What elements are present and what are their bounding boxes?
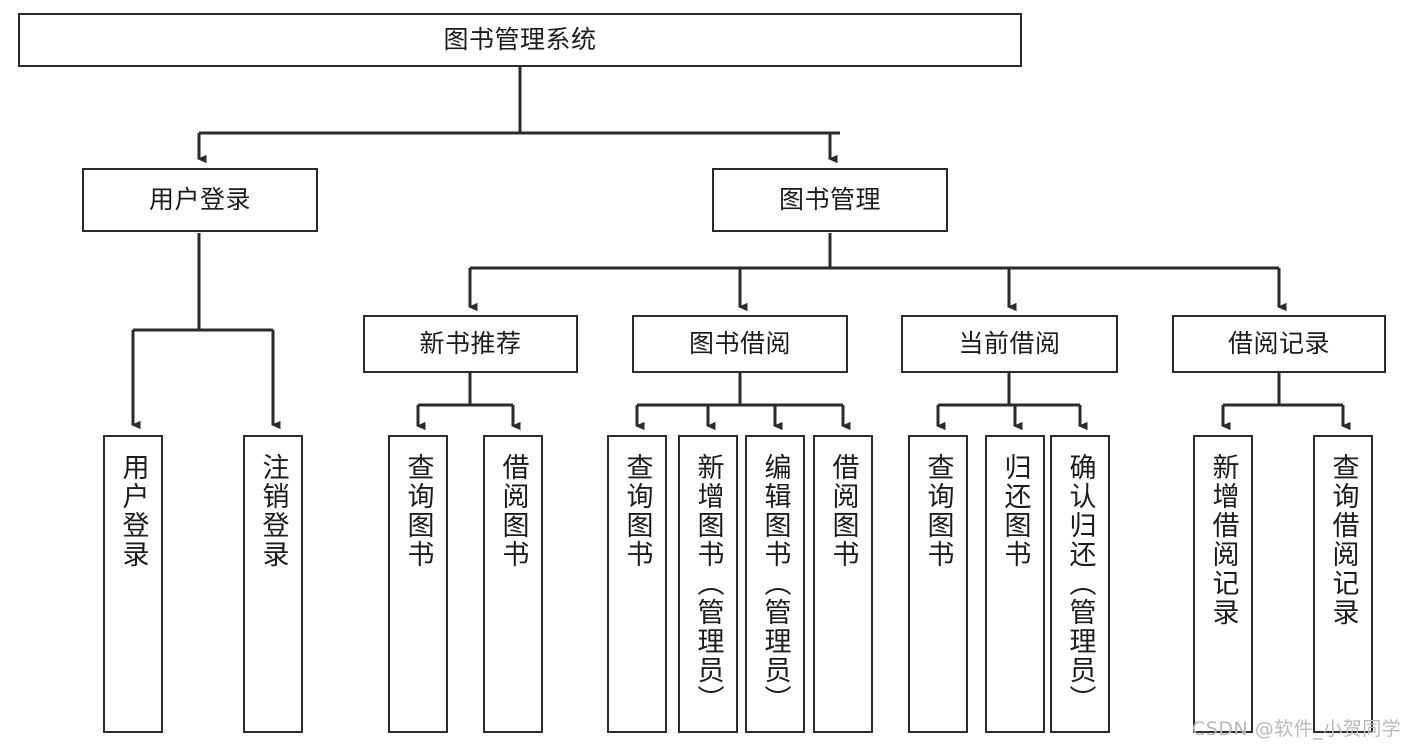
node-book-management[interactable]: 图书管理	[712, 168, 948, 232]
node-label: 新增借阅记录	[1207, 453, 1239, 627]
node-label: 当前借阅	[958, 329, 1061, 359]
node-book-borrow[interactable]: 图书借阅	[632, 315, 848, 373]
node-label: 编辑图书（管理员）	[759, 453, 791, 714]
leaf-return-book[interactable]: 归还图书	[985, 435, 1045, 733]
node-label: 图书借阅	[688, 329, 791, 359]
leaf-borrow-book[interactable]: 借阅图书	[813, 435, 873, 733]
node-label: 注销登录	[257, 453, 289, 569]
leaf-query-book-current[interactable]: 查询图书	[908, 435, 968, 733]
node-label: 图书管理系统	[443, 25, 597, 55]
node-label: 确认归还（管理员）	[1064, 453, 1096, 714]
leaf-logout[interactable]: 注销登录	[243, 435, 303, 733]
leaf-add-book-admin[interactable]: 新增图书（管理员）	[678, 435, 738, 733]
node-label: 归还图书	[999, 453, 1031, 569]
node-label: 借阅记录	[1227, 329, 1330, 359]
node-label: 查询借阅记录	[1327, 453, 1359, 627]
leaf-edit-book-admin[interactable]: 编辑图书（管理员）	[745, 435, 805, 733]
node-label: 借阅图书	[497, 453, 529, 569]
leaf-add-borrow-record[interactable]: 新增借阅记录	[1193, 435, 1253, 733]
node-label: 用户登录	[117, 453, 149, 569]
node-new-book-recommend[interactable]: 新书推荐	[363, 315, 578, 373]
node-user-login[interactable]: 用户登录	[82, 168, 318, 232]
node-label: 查询图书	[922, 453, 954, 569]
leaf-borrow-book-recommend[interactable]: 借阅图书	[483, 435, 543, 733]
csdn-watermark: CSDN @软件_小贺同学	[1192, 718, 1402, 740]
leaf-confirm-return-admin[interactable]: 确认归还（管理员）	[1050, 435, 1110, 733]
node-label: 查询图书	[402, 453, 434, 569]
leaf-query-book-borrow[interactable]: 查询图书	[607, 435, 667, 733]
leaf-query-book-recommend[interactable]: 查询图书	[388, 435, 448, 733]
node-label: 新书推荐	[419, 329, 522, 359]
node-label: 查询图书	[621, 453, 653, 569]
node-borrow-record[interactable]: 借阅记录	[1172, 315, 1386, 373]
node-label: 借阅图书	[827, 453, 859, 569]
node-label: 用户登录	[148, 185, 251, 215]
node-current-borrow[interactable]: 当前借阅	[901, 315, 1118, 373]
node-root-system[interactable]: 图书管理系统	[18, 13, 1022, 67]
node-label: 图书管理	[778, 185, 881, 215]
leaf-user-login[interactable]: 用户登录	[103, 435, 163, 733]
leaf-query-borrow-record[interactable]: 查询借阅记录	[1313, 435, 1373, 733]
node-label: 新增图书（管理员）	[692, 453, 724, 714]
